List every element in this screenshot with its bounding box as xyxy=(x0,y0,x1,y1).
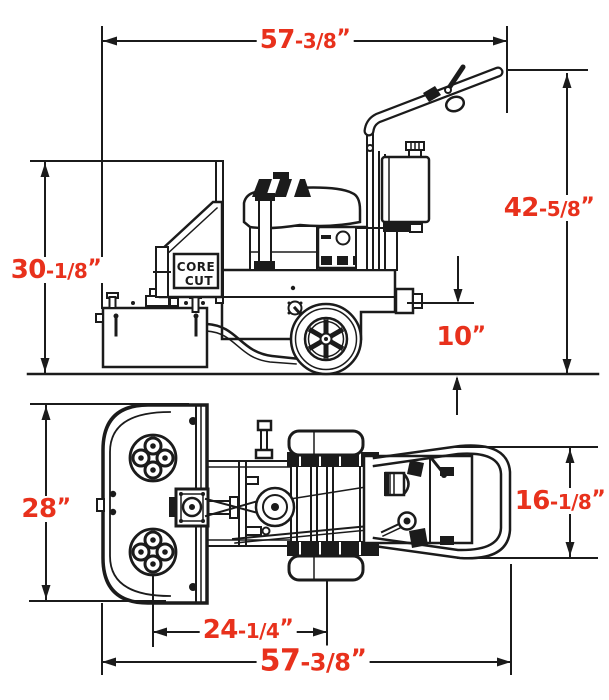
rear-bumper xyxy=(394,287,415,315)
dim-unit-quote: ” xyxy=(56,495,71,520)
handle-clamp xyxy=(423,86,441,102)
dim-value-fraction: -1/4 xyxy=(237,619,280,643)
brand-line-2: CUT xyxy=(185,274,214,288)
loop-clamp-top xyxy=(407,460,424,477)
dim-value-big: 16 xyxy=(514,486,551,516)
side-view: CORE CUT xyxy=(26,64,600,376)
dim-label-top-width: 57-3/8” xyxy=(256,25,354,55)
dim-overall-height xyxy=(508,69,588,374)
dim-label-deck-width: 28” xyxy=(18,494,74,524)
frame-stud xyxy=(256,419,273,432)
handle-bar xyxy=(363,64,504,137)
dim-label-handle-width: 16-1/8” xyxy=(511,486,609,516)
dim-unit-quote: ” xyxy=(591,487,606,512)
loop-clamp-bottom xyxy=(409,528,428,548)
weight-box xyxy=(95,288,209,369)
brand-plate: CORE CUT xyxy=(172,252,220,290)
dim-label-bottom-width: 57-3/8” xyxy=(256,643,370,679)
dim-head-to-axle xyxy=(152,574,328,647)
dim-unit-quote: ” xyxy=(279,616,294,641)
dim-label-frame-height: 10” xyxy=(433,322,489,352)
engine xyxy=(242,172,362,271)
frame-skid xyxy=(205,322,302,361)
grinding-head-front xyxy=(128,433,178,483)
dim-value-big: 57 xyxy=(259,643,301,679)
dim-label-overall-height: 42-5/8” xyxy=(500,193,598,223)
dim-unit-quote: ” xyxy=(580,194,595,219)
dim-value-big: 28 xyxy=(21,494,57,524)
dim-frame-height xyxy=(407,256,474,415)
dim-unit-quote: ” xyxy=(350,643,367,673)
panel-knob xyxy=(335,230,351,246)
gearbox xyxy=(169,487,239,528)
dim-unit-quote: ” xyxy=(87,256,102,281)
dim-label-body-height: 30-1/8” xyxy=(7,255,105,285)
handle-ring xyxy=(444,95,466,113)
dim-unit-quote: ” xyxy=(471,323,486,348)
belt-drive xyxy=(204,486,402,544)
throttle-lever xyxy=(446,64,466,91)
dim-value-big: 42 xyxy=(503,193,540,223)
rear-block xyxy=(355,227,398,271)
dim-value-big: 10 xyxy=(436,322,472,352)
recoil-starter xyxy=(273,172,289,179)
wheel-side-view xyxy=(289,302,363,376)
dim-value-fraction: -1/8 xyxy=(549,490,592,514)
dim-value-big: 57 xyxy=(259,25,296,55)
dim-value-fraction: -5/8 xyxy=(538,197,581,221)
dim-unit-quote: ” xyxy=(336,26,351,51)
dim-value-big: 30 xyxy=(10,255,47,285)
water-tank xyxy=(380,141,431,233)
dim-value-fraction: -3/8 xyxy=(294,29,337,53)
dim-value-fraction: -1/8 xyxy=(45,259,88,283)
wheel-top-left xyxy=(287,429,365,457)
dim-value-fraction: -3/8 xyxy=(300,648,351,677)
dim-handle-width xyxy=(451,446,598,559)
brand-line-1: CORE xyxy=(177,260,215,274)
dim-value-big: 24 xyxy=(202,615,239,645)
dim-label-head-to-axle: 24-1/4” xyxy=(199,615,297,645)
top-view xyxy=(96,403,512,605)
wheel-top-right xyxy=(287,554,365,582)
grinding-head-rear xyxy=(128,527,178,577)
